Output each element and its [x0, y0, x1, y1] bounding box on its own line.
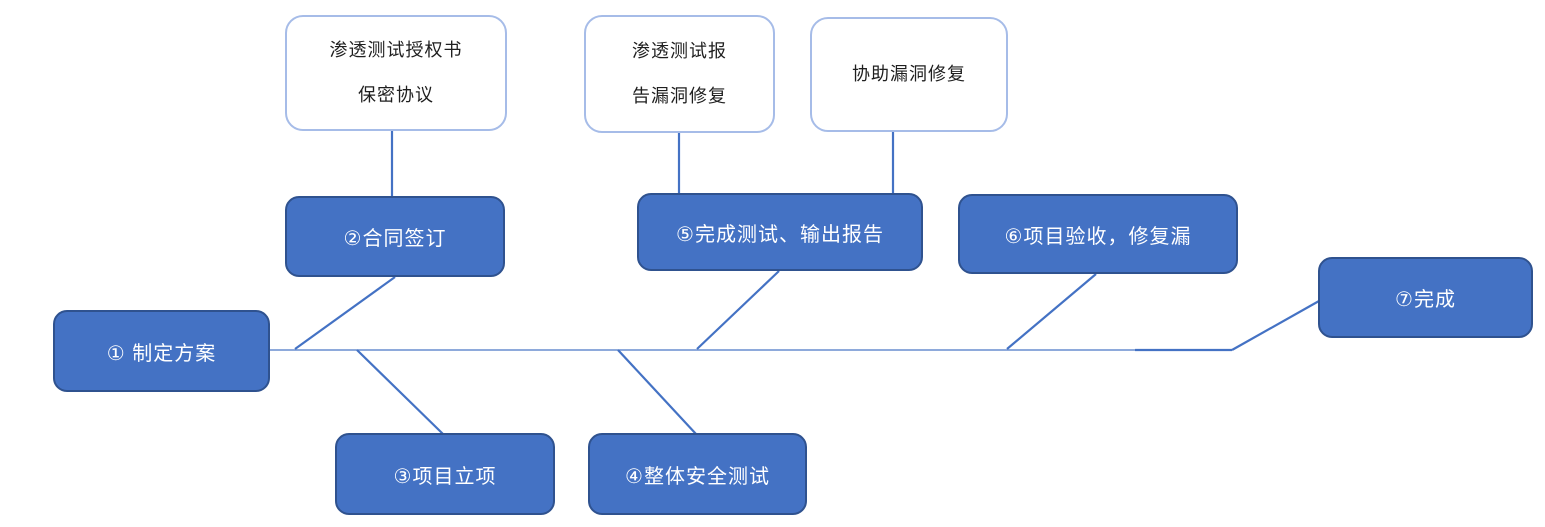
step-3-box: ③项目立项 [335, 433, 555, 515]
step-4-box: ④整体安全测试 [588, 433, 807, 515]
step-4-label: ④整体安全测试 [625, 465, 770, 488]
note-assist-fix-line1: 协助漏洞修复 [852, 64, 966, 84]
step-6-box: ⑥项目验收，修复漏 [958, 194, 1238, 274]
step-2-box: ②合同签订 [285, 196, 505, 277]
step-1-label: ① 制定方案 [106, 342, 217, 365]
connector-step5-timeline [696, 270, 780, 350]
step-6-label: ⑥项目验收，修复漏 [1004, 225, 1192, 248]
note-authorization-line2: 保密协议 [358, 85, 434, 105]
step-1-box: ① 制定方案 [53, 310, 270, 392]
step-2-label: ②合同签订 [343, 228, 447, 250]
connector-timeline-step4 [617, 349, 697, 435]
note-report-fix-line2: 告漏洞修复 [632, 86, 727, 106]
step-5-label: ⑤完成测试、输出报告 [676, 223, 884, 246]
step-7-box: ⑦完成 [1318, 257, 1533, 338]
note-authorization-line1: 渗透测试授权书 [329, 40, 463, 60]
connector-step6-timeline [1006, 273, 1097, 350]
step-5-box: ⑤完成测试、输出报告 [637, 193, 923, 271]
note-assist-fix-box: 协助漏洞修复 [810, 17, 1008, 132]
connector-timeline-step7 [1231, 300, 1320, 351]
note-report-fix-line1: 渗透测试报 [632, 41, 727, 61]
step-3-label: ③项目立项 [393, 465, 497, 488]
step-7-label: ⑦完成 [1395, 289, 1456, 311]
connector-step2-timeline [294, 276, 396, 350]
note-authorization-box: 渗透测试授权书 保密协议 [285, 15, 507, 131]
note-report-fix-box: 渗透测试报 告漏洞修复 [584, 15, 775, 133]
connector-timeline-step3 [356, 349, 444, 435]
